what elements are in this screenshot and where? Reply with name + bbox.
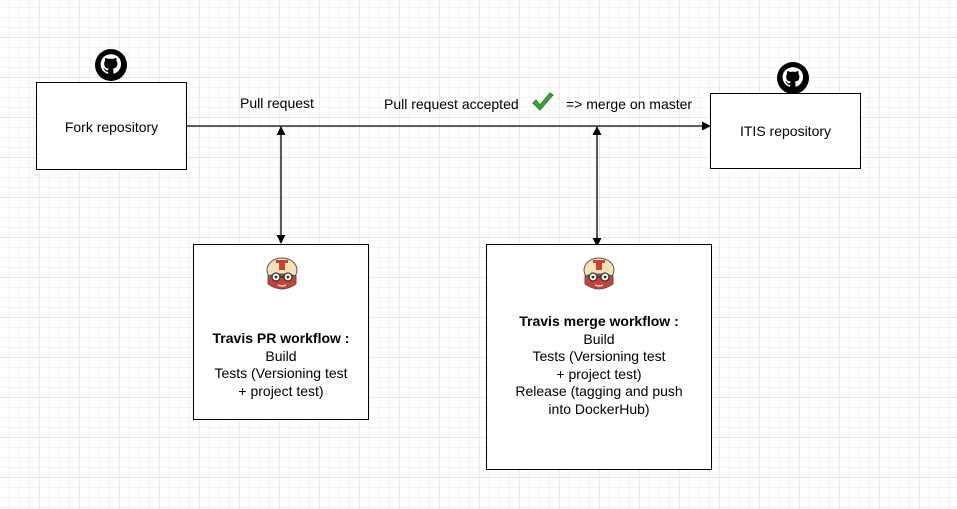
travis-ci-mascot-icon [266, 257, 298, 290]
fork-repository-node[interactable]: Fork repository [36, 82, 187, 170]
travis-merge-workflow-text: Travis merge workflow : Build Tests (Ver… [487, 313, 711, 418]
pull-request-label: Pull request [240, 95, 314, 111]
checkmark-icon [532, 92, 554, 111]
merge-on-master-label: => merge on master [566, 96, 693, 112]
travis-pr-workflow-title: Travis PR workflow : [212, 330, 350, 346]
travis-merge-step: + project test) [556, 365, 642, 382]
travis-ci-mascot-icon [583, 257, 615, 290]
github-icon [777, 62, 809, 94]
travis-pr-workflow-text: Travis PR workflow : Build Tests (Versio… [194, 330, 368, 400]
github-icon [95, 49, 127, 81]
itis-repository-label: ITIS repository [739, 123, 832, 139]
travis-merge-step: into DockerHub) [548, 400, 650, 417]
fork-repository-label: Fork repository [64, 119, 159, 135]
travis-pr-step: Tests (Versioning test [214, 365, 348, 381]
pull-request-accepted-label: Pull request accepted [384, 96, 519, 112]
travis-merge-workflow-title: Travis merge workflow : [519, 313, 679, 329]
travis-merge-step: Build [583, 330, 615, 347]
travis-merge-step: Release (tagging and push [515, 383, 683, 399]
travis-pr-step: Build [265, 347, 297, 364]
travis-merge-workflow-node[interactable]: Travis merge workflow : Build Tests (Ver… [486, 244, 712, 470]
travis-pr-step: + project test) [238, 382, 324, 399]
itis-repository-node[interactable]: ITIS repository [710, 93, 861, 169]
travis-merge-step: Tests (Versioning test [532, 348, 666, 364]
